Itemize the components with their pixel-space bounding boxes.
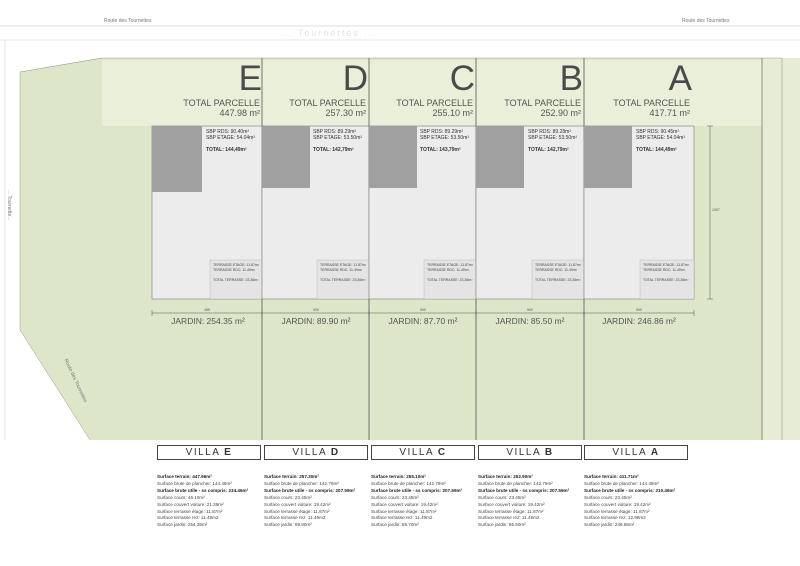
- total-parcelle-label: TOTAL PARCELLE: [613, 98, 690, 108]
- villa-title: VILLA A: [584, 445, 688, 460]
- total-parcelle-value: 257.30 m²: [325, 108, 366, 118]
- road-label-top-right: Route des Tournettes: [682, 18, 730, 24]
- sbp-block: SBP RDS: 89.28m² SBP ETAGE: 53.50m² TOTA…: [528, 129, 578, 153]
- building-C: [368, 125, 477, 300]
- lot-letter: D: [342, 59, 368, 98]
- total-parcelle-value: 447.98 m²: [219, 108, 260, 118]
- dimension-label: 1097: [712, 208, 720, 212]
- building-B: [475, 125, 585, 300]
- building-A: [583, 125, 695, 300]
- lot-letter: A: [668, 59, 692, 98]
- total-parcelle-label: TOTAL PARCELLE: [289, 98, 366, 108]
- dimension-label: 900: [313, 308, 319, 312]
- jardin-label: JARDIN: 89.90 m²: [281, 316, 351, 326]
- jardin-label: JARDIN: 87.70 m²: [388, 316, 458, 326]
- villa-title: VILLA E: [157, 445, 261, 460]
- dimension-label: 455: [204, 308, 210, 312]
- road-label-faded: ... Tournettes ...: [280, 28, 378, 38]
- road-label-left-a: ... Tournette...: [6, 190, 12, 221]
- road-label-top-left: Route des Tournettes: [104, 18, 152, 24]
- site-plan: [0, 25, 800, 440]
- total-parcelle-value: 252.90 m²: [540, 108, 581, 118]
- lot-letter: C: [449, 59, 475, 98]
- lot-letter: E: [238, 59, 262, 98]
- lot-letter: B: [559, 59, 583, 98]
- total-parcelle-label: TOTAL PARCELLE: [396, 98, 473, 108]
- jardin-label: JARDIN: 246.86 m²: [602, 316, 676, 326]
- total-parcelle-value: 417.71 m²: [649, 108, 690, 118]
- total-parcelle-label: TOTAL PARCELLE: [183, 98, 260, 108]
- building-E: [151, 125, 263, 300]
- villa-title: VILLA D: [264, 445, 368, 460]
- left-road: [0, 60, 90, 440]
- dimension-label: 900: [420, 308, 426, 312]
- dimension-label: 900: [527, 308, 533, 312]
- dimension-label: 900: [636, 308, 642, 312]
- sbp-block: SBP RDS: 89.29m² SBP ETAGE: 53.50m² TOTA…: [313, 129, 363, 153]
- sbp-block: SBP RDS: 90.45m² SBP ETAGE: 54.04m² TOTA…: [636, 129, 686, 153]
- total-parcelle-value: 255.10 m²: [432, 108, 473, 118]
- sbp-block: SBP RDS: 90.40m² SBP ETAGE: 54.04m² TOTA…: [206, 129, 256, 153]
- jardin-label: JARDIN: 85.50 m²: [495, 316, 565, 326]
- villa-title: VILLA B: [478, 445, 582, 460]
- jardin-label: JARDIN: 254.35 m²: [171, 316, 245, 326]
- sbp-block: SBP RDS: 89.29m² SBP ETAGE: 53.50m² TOTA…: [420, 129, 470, 153]
- total-parcelle-label: TOTAL PARCELLE: [504, 98, 581, 108]
- building-D: [261, 125, 370, 300]
- villa-title: VILLA C: [371, 445, 475, 460]
